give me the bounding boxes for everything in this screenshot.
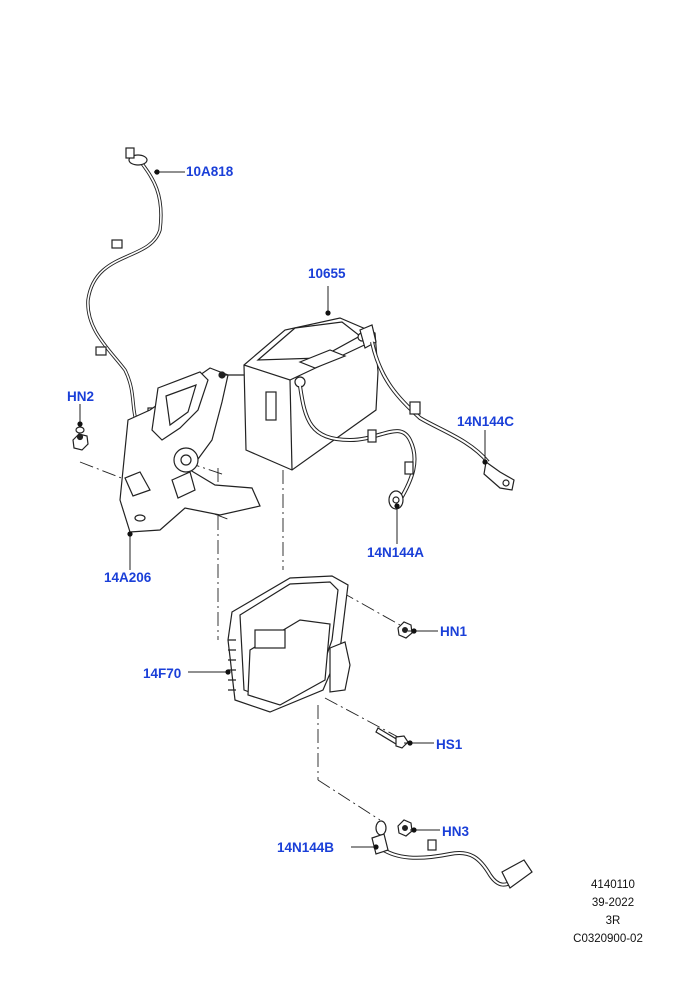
- info-line-1: 4140110: [591, 879, 635, 891]
- callout-14n144c[interactable]: 14N144C: [457, 414, 515, 429]
- callout-hs1[interactable]: HS1: [436, 737, 463, 752]
- cable-14n144c: [370, 341, 515, 491]
- callout-hn3[interactable]: HN3: [442, 824, 470, 839]
- leader-dots: [77, 169, 488, 850]
- callout-hn2[interactable]: HN2: [67, 389, 95, 404]
- nut-hn3: [375, 819, 413, 837]
- callout-14a206[interactable]: 14A206: [104, 570, 152, 585]
- battery-10655: [243, 317, 379, 471]
- cable-10a818: [86, 147, 163, 442]
- callout-14f70[interactable]: 14F70: [143, 666, 182, 681]
- nut-hn1: [397, 621, 413, 639]
- callout-10a818[interactable]: 10A818: [186, 164, 234, 179]
- info-line-4: C0320900-02: [573, 933, 643, 945]
- module-14f70: [227, 575, 351, 713]
- nut-hn2: [72, 426, 89, 451]
- callout-14n144a[interactable]: 14N144A: [367, 545, 425, 560]
- cable-14n144a: [298, 385, 417, 510]
- bracket-14a206: [119, 367, 261, 533]
- info-line-3: 3R: [605, 915, 621, 927]
- callout-10655[interactable]: 10655: [308, 266, 346, 281]
- callout-14n144b[interactable]: 14N144B: [277, 840, 335, 855]
- cable-14n144b: [371, 833, 533, 889]
- bolt-hs1: [375, 727, 409, 749]
- info-line-2: 39-2022: [591, 897, 635, 909]
- callout-hn1[interactable]: HN1: [440, 624, 468, 639]
- diagram-info: 4140110 39-2022 3R C0320900-02: [518, 876, 643, 948]
